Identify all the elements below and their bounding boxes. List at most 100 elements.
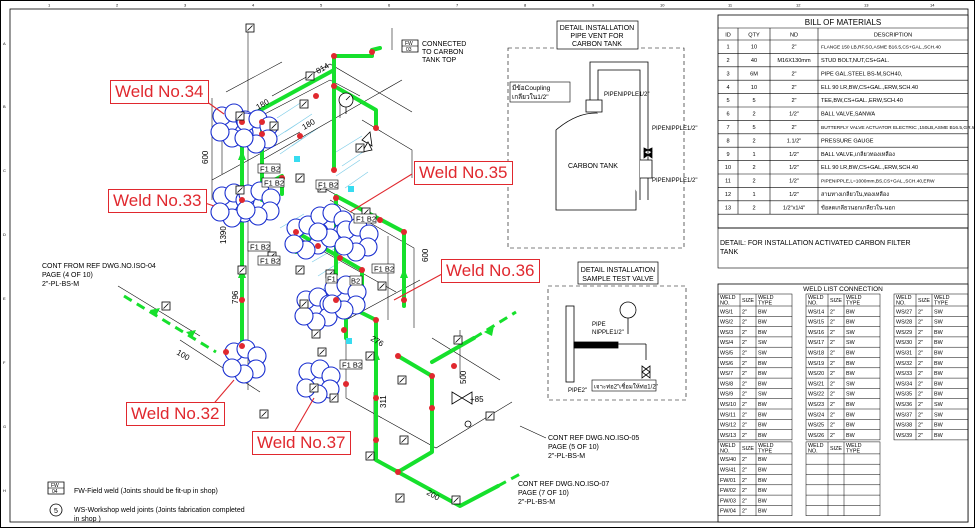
- cyan-valve-markers: [294, 156, 354, 344]
- bom-description: STUD BOLT,NUT,CS+GAL.: [821, 58, 890, 64]
- weld-cell: 2": [742, 488, 747, 494]
- bom-cell: 6M: [750, 71, 758, 77]
- bom-cell: 1: [752, 152, 755, 158]
- weld-cell: 2": [742, 330, 747, 336]
- carbon-tank-drawing: [555, 61, 653, 211]
- weld-cell: SW: [758, 340, 768, 346]
- weld-header: SIZE: [830, 298, 842, 304]
- svg-text:F1 B2: F1 B2: [264, 179, 284, 188]
- weld-cell: BW: [934, 423, 944, 429]
- bom-cell: 9: [726, 152, 729, 158]
- bom-cell: 1/2": [789, 165, 799, 171]
- weld-cell: WS/32: [896, 361, 912, 367]
- bom-cell: 10: [725, 165, 731, 171]
- weld-block-frame: [805, 293, 881, 441]
- weld-cell: BW: [846, 351, 856, 357]
- weld-header: NO.: [808, 448, 818, 454]
- svg-text:DETAIL INSTALLATION: DETAIL INSTALLATION: [581, 267, 655, 274]
- weld-header: TYPE: [758, 301, 772, 307]
- svg-text:F1 B2: F1 B2: [260, 165, 280, 174]
- bom-cell: 11: [725, 179, 731, 185]
- weld-cell: WS/3: [720, 330, 733, 336]
- weld-cell: SW: [846, 330, 856, 336]
- weld-cell: 2": [742, 351, 747, 357]
- weld-header: WELD: [808, 443, 824, 449]
- weld-header: TYPE: [846, 448, 860, 454]
- weld-cell: WS/35: [896, 392, 912, 398]
- weld-cell: BW: [758, 330, 768, 336]
- weld-cell: WS/27: [896, 309, 912, 315]
- weld-header: NO.: [896, 301, 906, 307]
- svg-text:F1 B2: F1 B2: [342, 361, 362, 370]
- weld-cell: 2": [918, 423, 923, 429]
- bom-cell: 3: [726, 71, 729, 77]
- weld-cell: SW: [758, 392, 768, 398]
- weld-cell: 2": [742, 320, 747, 326]
- weld-header: SIZE: [742, 446, 754, 452]
- bom-cell: 2: [752, 112, 755, 118]
- weld-cell: WS/5: [720, 351, 733, 357]
- weld-cell: SW: [846, 340, 856, 346]
- bom-description: สามทางเกลียวใน,ทองเหลือง: [821, 191, 889, 198]
- weld-cell: 2": [918, 309, 923, 315]
- f1b2-tag: F1 B2: [339, 359, 363, 370]
- svg-text:F1: F1: [327, 275, 336, 284]
- weld-cell: WS/28: [896, 320, 912, 326]
- f1b2-tag: F1 B2: [315, 179, 339, 190]
- svg-text:in shop ): in shop ): [74, 516, 101, 523]
- weld-cell: 2": [918, 412, 923, 418]
- weld-cell: 2": [742, 402, 747, 408]
- weld-cell: BW: [934, 381, 944, 387]
- bom-cell: 13: [725, 205, 731, 211]
- bom-header: DESCRIPTION: [874, 33, 912, 39]
- bom-cell: 2: [752, 165, 755, 171]
- zone-number: 12: [796, 3, 801, 8]
- weld-cell: 2": [742, 457, 747, 463]
- detail-note: DETAIL: FOR INSTALLATION ACTIVATED CARBO…: [717, 227, 969, 269]
- weld-header: WELD: [720, 443, 736, 449]
- weld-header: SIZE: [918, 298, 930, 304]
- bom-description: TEE,BW,CS+GAL.,ERW,SCH.40: [821, 98, 903, 104]
- zone-letter: H: [3, 488, 6, 493]
- weld-cell: WS/24: [808, 412, 824, 418]
- detail-vent-title: DETAIL INSTALLATION PIPE VENT FOR CARBON…: [560, 25, 634, 48]
- weld-cell: 2": [830, 351, 835, 357]
- svg-text:CONT REF DWG.NO.ISO-07: CONT REF DWG.NO.ISO-07: [518, 481, 609, 488]
- svg-text:FW: FW: [405, 41, 413, 47]
- bom-cell: 5: [752, 125, 755, 131]
- dim-500: 500: [459, 370, 468, 384]
- bom-title: BILL OF MATERIALS: [805, 18, 881, 27]
- zone-number: 4: [252, 3, 255, 8]
- weld-cell: BW: [758, 412, 768, 418]
- weld-cell: FW/04: [720, 509, 736, 515]
- weld-cell: WS/14: [808, 309, 824, 315]
- weld-cell: 2": [918, 361, 923, 367]
- bom-cell: 2": [791, 71, 796, 77]
- thai-note-box: [591, 379, 657, 392]
- bom-header: ND: [790, 33, 798, 39]
- weld-cell: WS/26: [808, 433, 824, 439]
- bom-cell: 1/2": [789, 192, 799, 198]
- bom-cell: 12: [725, 192, 731, 198]
- callout-weld-37: Weld No.37: [252, 431, 351, 455]
- svg-text:2"-PL-BS-M: 2"-PL-BS-M: [518, 499, 555, 506]
- ball-valve-icon: [451, 391, 473, 428]
- bom-cell: 1.1/2": [787, 138, 801, 144]
- weld-cell: BW: [846, 361, 856, 367]
- svg-text:CONNECTED: CONNECTED: [422, 41, 466, 48]
- weld-cell: WS/20: [808, 371, 824, 377]
- svg-text:FW: FW: [51, 483, 59, 489]
- bom-cell: 5: [726, 98, 729, 104]
- weld-cell: BW: [758, 402, 768, 408]
- dim-796: 796: [231, 290, 240, 304]
- svg-text:F1 B2: F1 B2: [374, 265, 394, 274]
- svg-text:DETAIL INSTALLATION: DETAIL INSTALLATION: [560, 25, 634, 32]
- callout-weld-33: Weld No.33: [108, 189, 207, 213]
- bom-cell: 40: [751, 58, 757, 64]
- weld-cell: FW/03: [720, 498, 736, 504]
- weld-cell: WS/18: [808, 351, 824, 357]
- weld-cell: 2": [918, 320, 923, 326]
- bom-description: FLANGE 150 LB,RF,SO,ASME B16.5,CS+GAL.,S…: [821, 45, 941, 51]
- connected-to-carbon-tank-note: CONNECTED TO CARBON TANK TOP: [422, 41, 466, 64]
